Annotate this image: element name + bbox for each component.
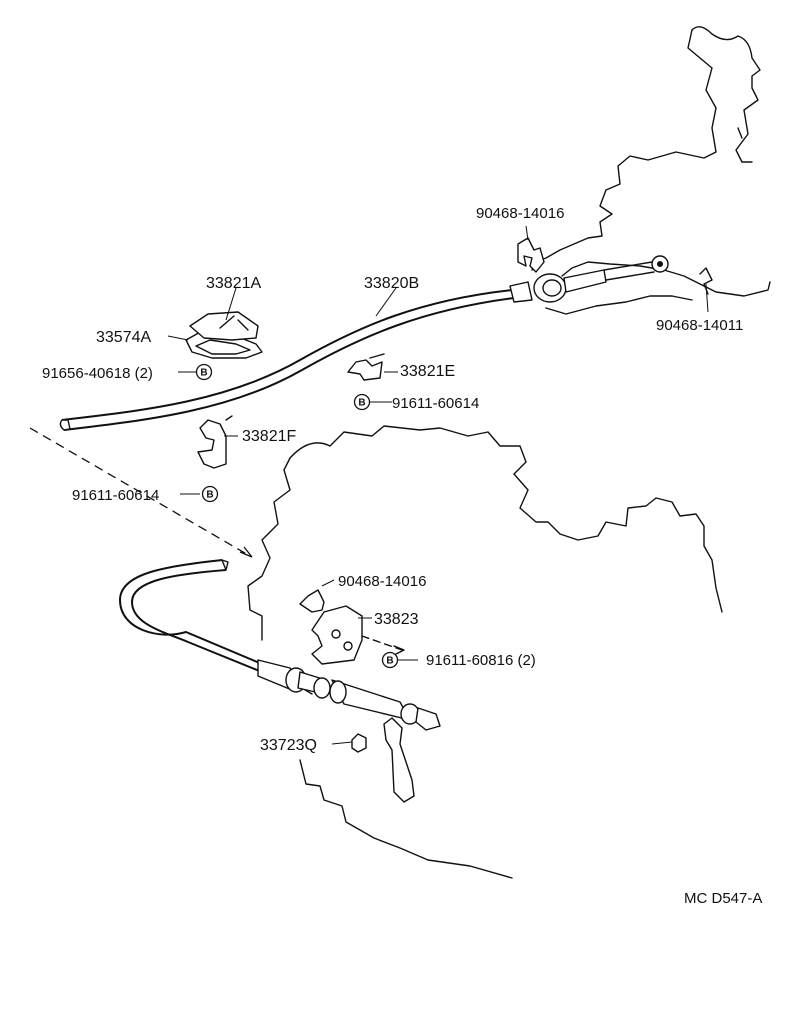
bolt-marker-letter: B <box>200 368 207 379</box>
cable-boot-grommet <box>185 311 263 359</box>
bolt-marker-letter: B <box>206 490 213 501</box>
bolt-marker-91611-upper: B <box>353 393 371 411</box>
retainer-clip-top <box>517 237 545 273</box>
transmission-housing-upper-outline <box>531 26 771 315</box>
label-33820b: 33820B <box>364 275 419 292</box>
label-90468-14016-mid: 90468-14016 <box>338 573 426 590</box>
label-33723q: 33723Q <box>260 737 317 754</box>
control-cable-lower <box>119 559 441 731</box>
label-33574a: 33574A <box>96 329 151 346</box>
label-33821a: 33821A <box>206 275 261 292</box>
label-91611-60816: 91611-60816 (2) <box>426 652 536 669</box>
shift-lever <box>383 717 415 803</box>
control-cable-upper <box>59 255 669 431</box>
label-91611-60614-left: 91611-60614 <box>72 487 159 504</box>
bolt-marker-91611-left: B <box>201 485 219 503</box>
cable-bracket-f <box>197 415 233 469</box>
cable-bracket-33823 <box>299 589 405 665</box>
leader-lines <box>167 225 709 745</box>
label-33821e: 33821E <box>400 363 455 380</box>
label-91656-40618: 91656-40618 (2) <box>42 365 153 382</box>
bolt-marker-letter: B <box>386 656 393 667</box>
dashed-leader-line <box>29 427 251 557</box>
label-33821f: 33821F <box>242 428 296 445</box>
label-33823: 33823 <box>374 611 419 628</box>
dashed-leader-arrowhead <box>239 546 253 558</box>
nut-33723q <box>351 733 367 753</box>
label-91611-60614-upper: 91611-60614 <box>392 395 479 412</box>
bolt-marker-91611-60816: B <box>381 651 399 669</box>
retainer-clip-right <box>699 267 713 295</box>
bolt-marker-91656: B <box>195 363 213 381</box>
bolt-marker-letter: B <box>358 398 365 409</box>
label-90468-14011: 90468-14011 <box>656 317 743 334</box>
cable-bracket-e <box>347 353 385 381</box>
diagram-code: MC D547-A <box>684 890 762 907</box>
transmission-housing-lower-outline <box>247 425 723 879</box>
label-90468-14016-top: 90468-14016 <box>476 205 564 222</box>
